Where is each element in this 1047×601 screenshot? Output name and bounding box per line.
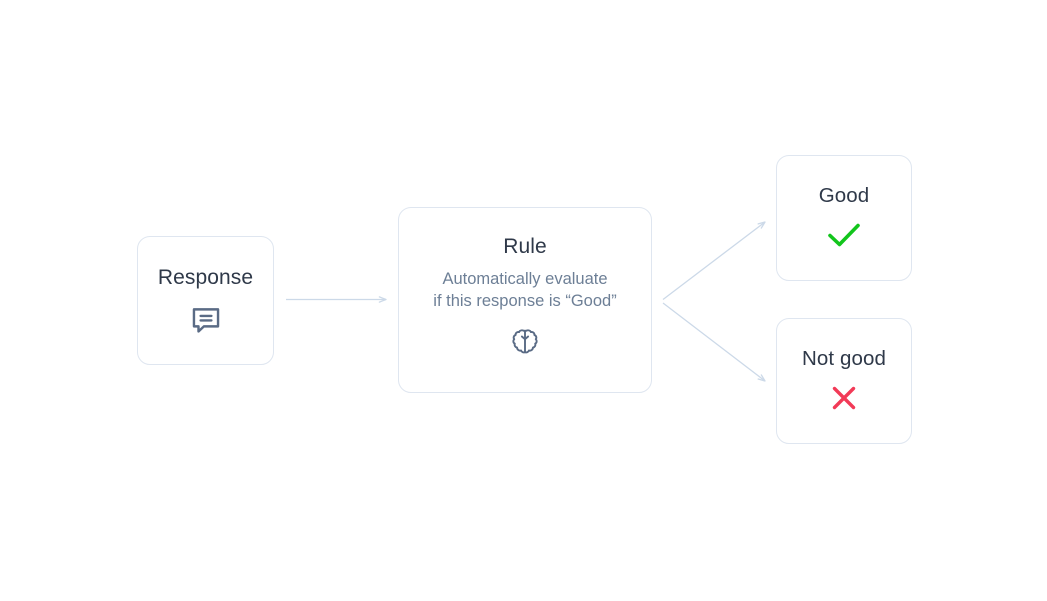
connector-rule-to-good: [662, 221, 766, 301]
node-good-title: Good: [818, 184, 870, 207]
check-icon: [825, 220, 863, 250]
node-rule-subtitle: Automatically evaluate if this response …: [433, 270, 617, 310]
node-not-good[interactable]: Not good: [776, 318, 912, 444]
node-response[interactable]: Response: [137, 236, 274, 365]
node-response-title: Response: [157, 265, 254, 289]
node-not-good-title: Not good: [801, 347, 886, 370]
cross-icon: [828, 383, 860, 413]
connector-rule-to-not-good: [662, 302, 766, 382]
node-rule[interactable]: Rule Automatically evaluate if this resp…: [398, 207, 652, 393]
node-good[interactable]: Good: [776, 155, 912, 281]
speech-bubble-icon: [189, 303, 223, 337]
brain-icon: [508, 326, 542, 360]
node-rule-title: Rule: [503, 235, 547, 258]
